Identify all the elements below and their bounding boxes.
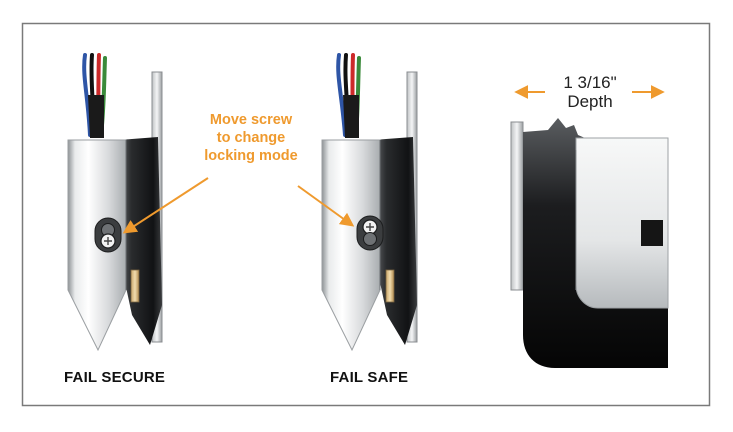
status-window-middle [385,269,395,303]
wire-bundle-middle [336,53,361,138]
depth-label: 1 3/16" Depth [548,73,632,111]
callout-line-1: Move screw [209,112,293,128]
fail-safe-lock [321,53,418,352]
fail-secure-lock [67,53,163,352]
caption-fail-secure: FAIL SECURE [64,369,166,386]
lock-body-middle [321,139,381,352]
status-window [130,269,140,303]
callout-line-3: locking mode [204,148,298,164]
callout-line-2: to change [216,130,286,146]
callout-arrow-left [122,177,209,234]
side-plate [510,121,524,291]
side-view-lock [510,118,669,368]
side-indicator [641,220,663,246]
callout-arrow-right [297,185,355,227]
screw-left [94,217,122,253]
caption-fail-safe: FAIL SAFE [330,369,409,386]
depth-text: Depth [567,92,613,111]
screw-middle [356,215,384,251]
rear-shell [118,137,162,345]
wire-bundle-left [82,53,107,138]
depth-value: 1 3/16" [563,73,617,92]
callout-text: Move screw to change locking mode [196,111,306,165]
rear-shell-middle [373,137,417,345]
